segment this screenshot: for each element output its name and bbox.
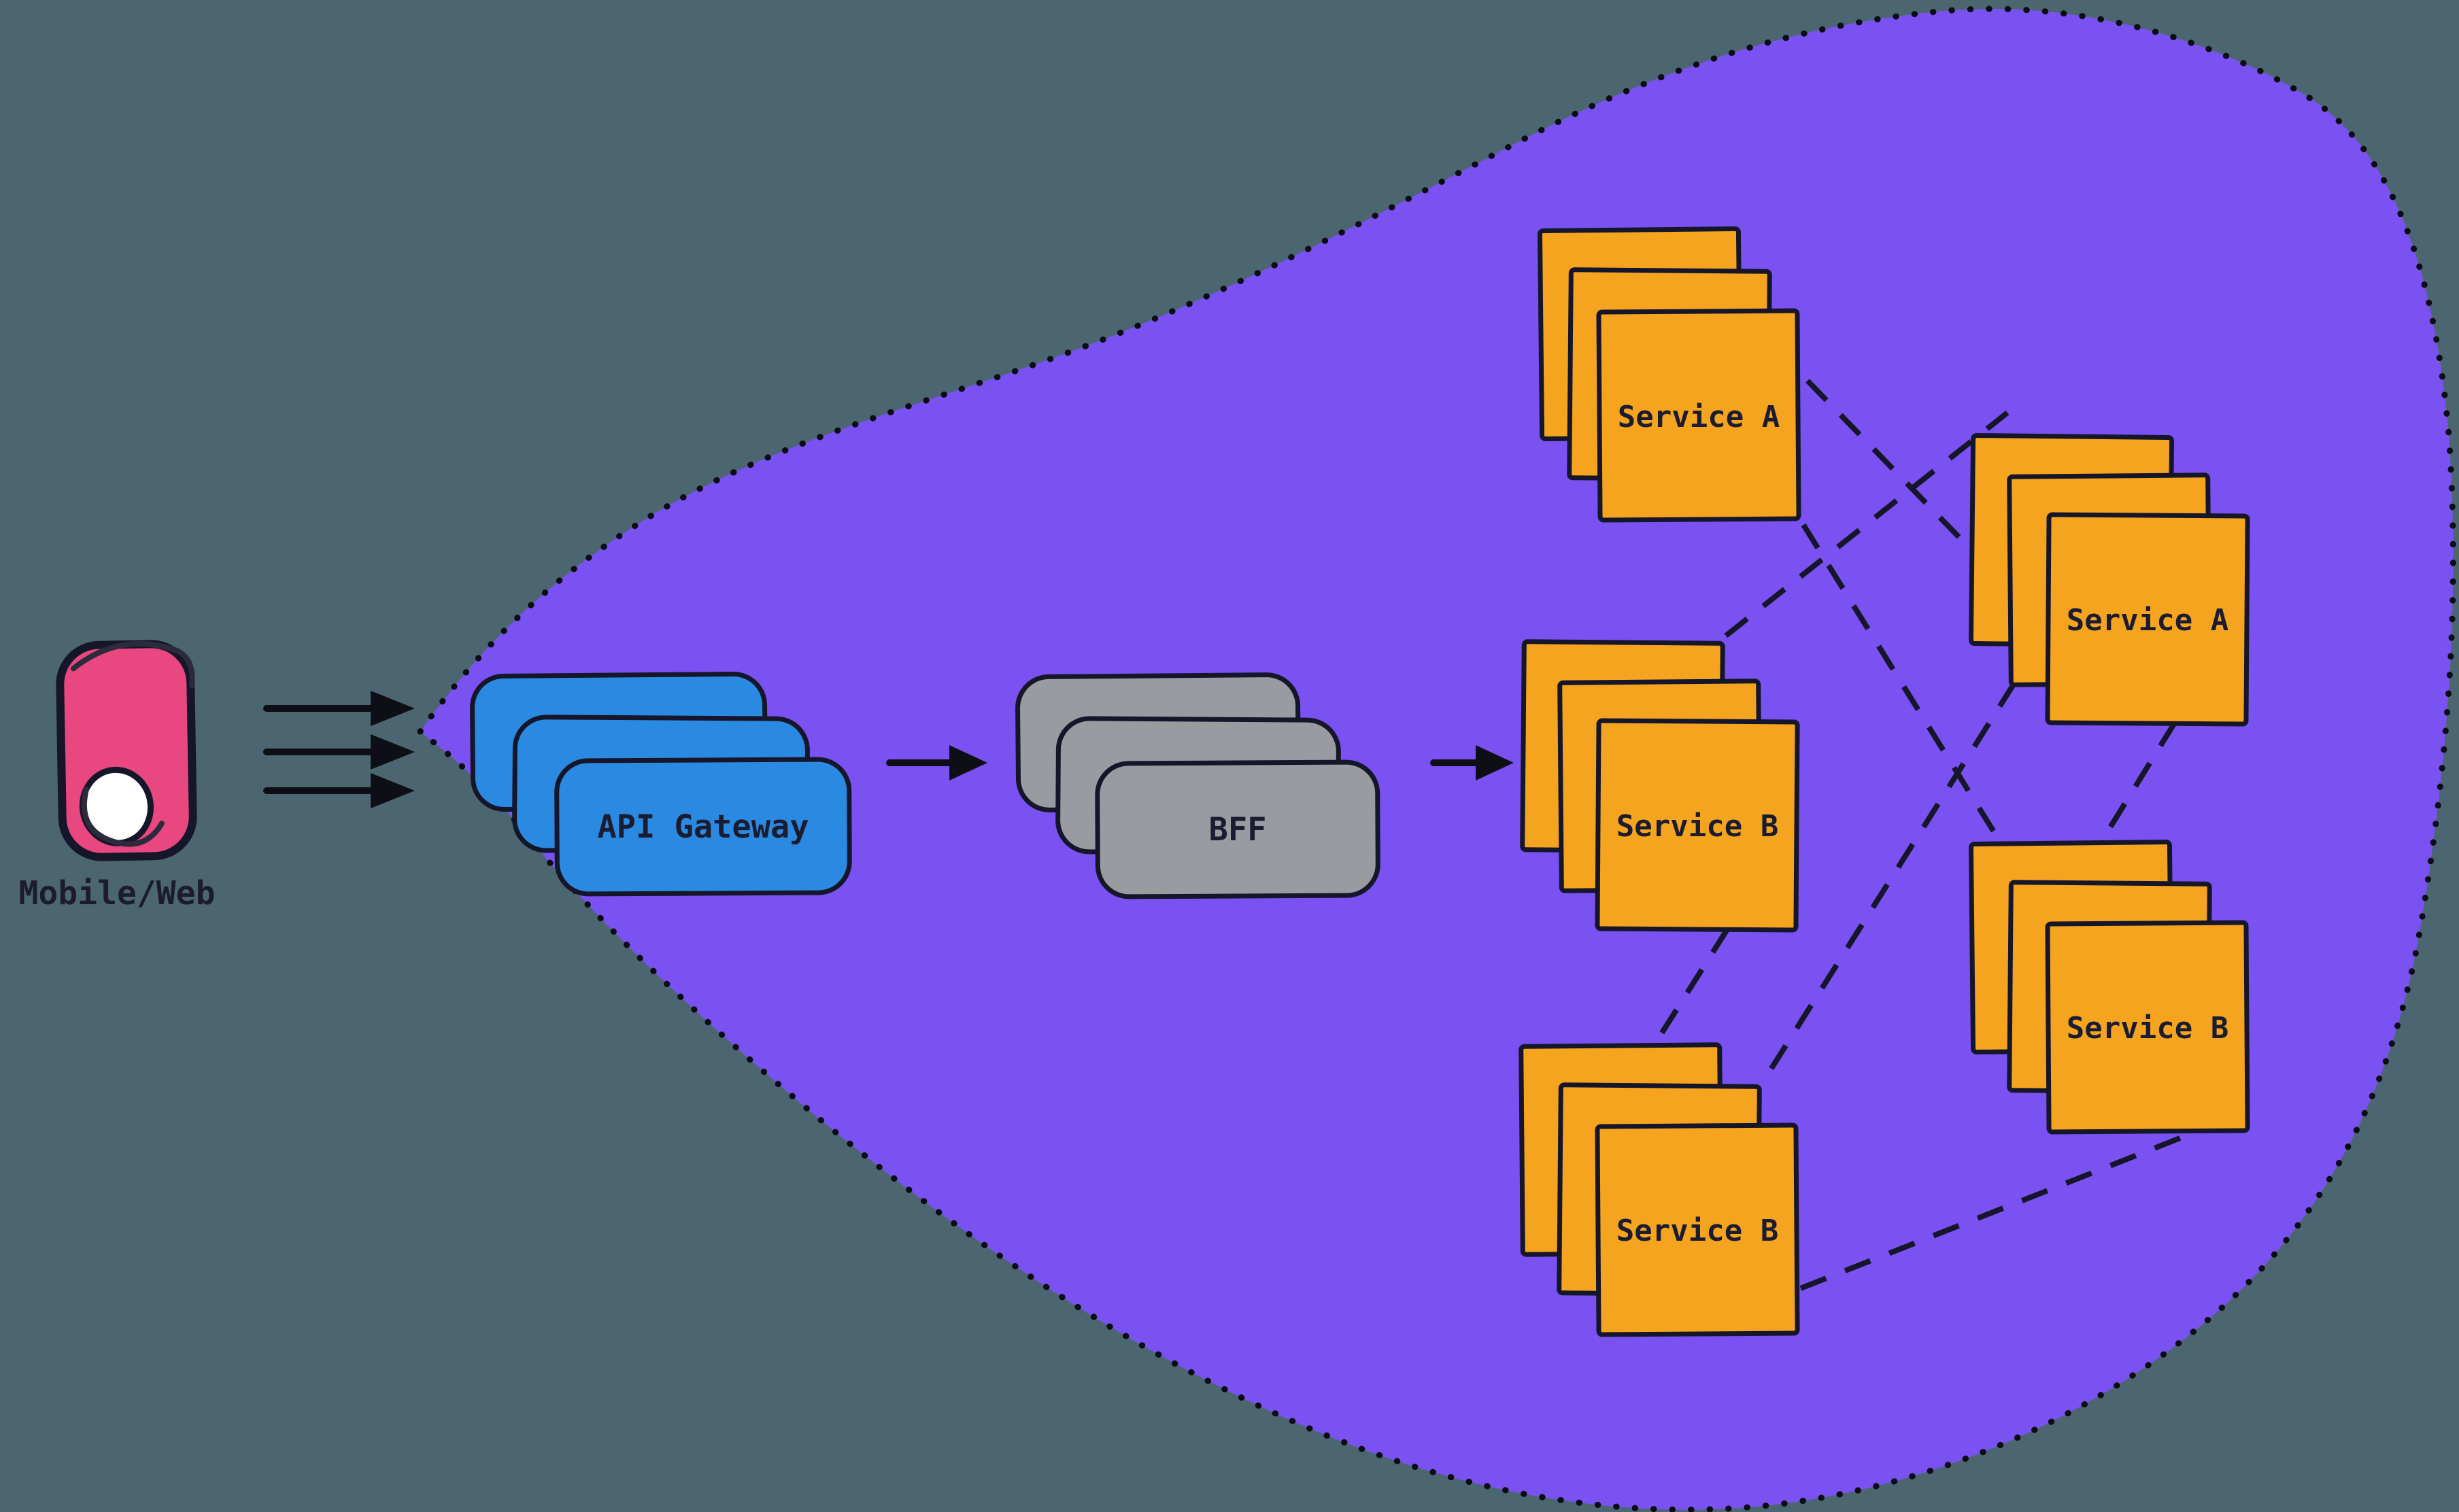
- client-label: Mobile/Web: [19, 874, 216, 912]
- service-label: Service B: [1616, 809, 1778, 844]
- stack-card: [1596, 308, 1801, 523]
- link-service-a-right-to-service-b-right: [2097, 721, 2177, 847]
- bff-label: BFF: [1209, 811, 1267, 848]
- link-service-b-bottom-to-service-b-right: [1799, 1127, 2202, 1291]
- link-service-a-left-to-service-a-right: [1805, 379, 1975, 554]
- client-request-arrow: [263, 691, 415, 726]
- link-service-b-middle-to-service-a-right: [1724, 410, 2009, 638]
- system-boundary-dotted-border: [416, 5, 2456, 1512]
- service-label: Service B: [2067, 1011, 2228, 1046]
- gateway-to-bff-arrow: [886, 745, 987, 780]
- stack-card: [554, 757, 852, 897]
- arrowhead-icon: [371, 734, 415, 770]
- service-label: Service A: [2067, 603, 2228, 638]
- link-service-a-left-to-service-b-right: [1801, 523, 2024, 878]
- stack-card: [1595, 718, 1800, 933]
- arrowhead-icon: [949, 745, 987, 780]
- link-service-a-right-to-service-b-bottom: [1760, 681, 2017, 1084]
- stack-card: [2045, 920, 2250, 1135]
- service-links: [1651, 379, 2202, 1291]
- link-service-b-middle-to-service-b-bottom: [1651, 927, 1730, 1048]
- system-boundary-blob: [420, 9, 2454, 1510]
- arrowhead-icon: [371, 691, 415, 726]
- stack-card: [2045, 512, 2250, 727]
- service-label: Service A: [1618, 400, 1780, 434]
- client-request-arrow: [263, 773, 415, 808]
- client-request-arrow: [263, 734, 415, 770]
- service-label: Service B: [1616, 1214, 1778, 1248]
- service-b-right-stack: Service B: [1968, 840, 2250, 1135]
- api-gateway-stack: API Gateway: [470, 672, 852, 897]
- smartphone-sketch-stroke-top: [70, 641, 195, 689]
- stack-card: [1095, 759, 1380, 899]
- smartphone-sketch-stroke-button: [81, 787, 165, 847]
- arrowhead-icon: [1476, 745, 1514, 780]
- stack-card: [1595, 1122, 1800, 1337]
- bff-to-services-arrow: [1430, 745, 1514, 780]
- service-b-middle-stack: Service B: [1520, 639, 1800, 933]
- api-gateway-label: API Gateway: [597, 808, 809, 846]
- service-b-bottom-stack: Service B: [1519, 1042, 1800, 1337]
- bff-stack: BFF: [1015, 672, 1380, 899]
- client-group: Mobile/Web: [19, 640, 216, 912]
- service-a-right-stack: Service A: [1968, 433, 2250, 727]
- service-a-left-stack: Service A: [1537, 226, 1801, 523]
- client-request-arrows: [263, 691, 415, 808]
- arrowhead-icon: [371, 773, 415, 808]
